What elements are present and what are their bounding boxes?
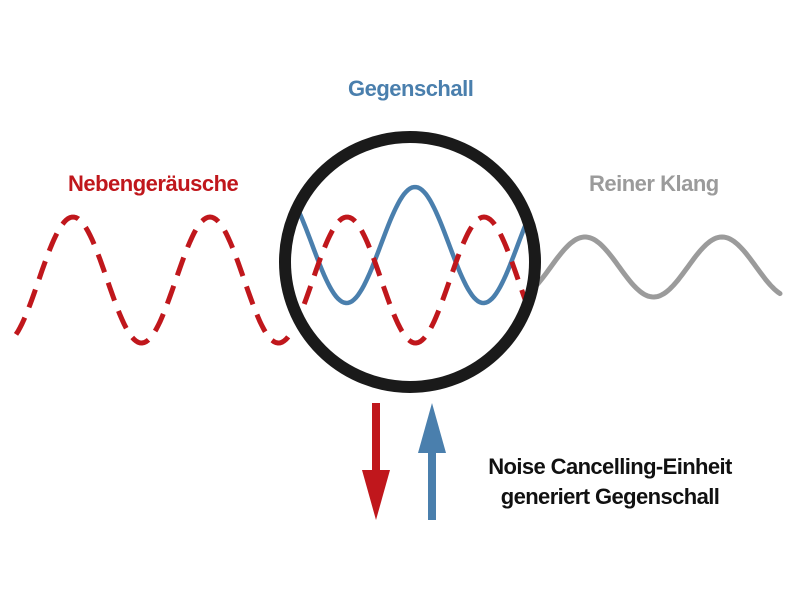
- noise-label: Nebengeräusche: [68, 171, 239, 196]
- clean-sound-label: Reiner Klang: [589, 171, 719, 196]
- arrow-up-icon: [418, 403, 446, 520]
- anti-noise-wave: [289, 184, 535, 306]
- noise-wave-inside-unit: [289, 214, 535, 346]
- noise-cancelling-unit-ring: [279, 131, 541, 393]
- caption-line-2: generiert Gegenschall: [500, 484, 720, 509]
- clean-sound-wave: [529, 234, 783, 300]
- caption-line-1: Noise Cancelling-Einheit: [488, 454, 732, 479]
- anti-noise-label: Gegenschall: [348, 76, 474, 101]
- arrow-down-icon: [362, 403, 390, 520]
- noise-wave: [13, 214, 295, 346]
- caption: Noise Cancelling-Einheit generiert Gegen…: [460, 452, 760, 512]
